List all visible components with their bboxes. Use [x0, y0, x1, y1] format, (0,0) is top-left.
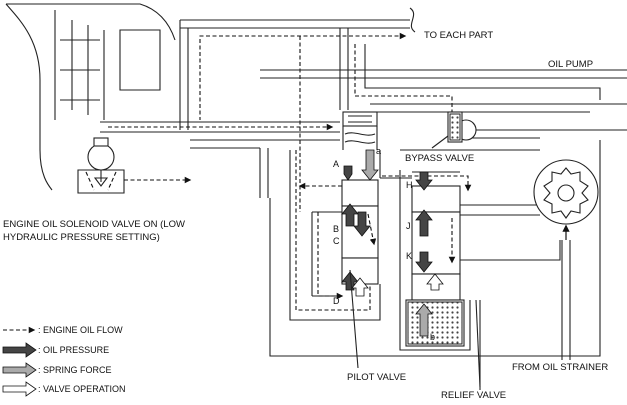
pilot-valve-label: PILOT VALVE — [347, 372, 406, 383]
oil-pump — [533, 159, 599, 360]
outline-arrow-icon — [2, 381, 37, 397]
oil-pump-label: OIL PUMP — [548, 59, 593, 70]
bypass-valve — [431, 111, 477, 149]
marker-A: A — [333, 159, 339, 169]
legend-valve-operation: : VALVE OPERATION — [38, 384, 126, 394]
legend-oil-pressure: : OIL PRESSURE — [38, 345, 109, 355]
bypass-valve-label: BYPASS VALVE — [405, 153, 474, 164]
legend-engine-oil-flow: : ENGINE OIL FLOW — [38, 325, 123, 335]
pilot-valve-arrows — [341, 149, 379, 297]
engine-block — [5, 3, 176, 191]
marker-B: B — [333, 224, 339, 234]
solenoid-label-line1: ENGINE OIL SOLENOID VALVE ON (LOW — [3, 219, 185, 230]
marker-K: K — [406, 251, 412, 261]
pilot-valve — [289, 111, 381, 321]
marker-H: H — [406, 180, 413, 190]
markers: a A B C D H J K b — [333, 146, 435, 342]
main-passage — [100, 121, 340, 198]
marker-C: C — [333, 236, 340, 246]
from-oil-strainer-label: FROM OIL STRAINER — [512, 362, 608, 373]
legend-spring-force: : SPRING FORCE — [38, 365, 112, 375]
relief-valve-arrows — [415, 171, 444, 337]
labels: TO EACH PART OIL PUMP BYPASS VALVE ENGIN… — [3, 30, 608, 401]
to-each-part-label: TO EACH PART — [424, 30, 493, 41]
engine-oil-solenoid-valve — [77, 137, 192, 194]
marker-b: b — [430, 332, 435, 342]
solenoid-label-line2: HYDRAULIC PRESSURE SETTING) — [3, 232, 160, 243]
marker-J: J — [406, 221, 411, 231]
marker-D: D — [333, 296, 340, 306]
relief-valve-label: RELIEF VALVE — [441, 390, 506, 401]
oil-pump-passages — [260, 69, 627, 261]
dark-arrow-icon — [2, 342, 37, 358]
leader-lines — [349, 269, 481, 388]
top-passage — [179, 7, 601, 212]
marker-a: a — [376, 146, 381, 156]
gray-arrow-icon — [2, 362, 37, 378]
legend: : ENGINE OIL FLOW : OIL PRESSURE : SPRIN… — [2, 325, 126, 397]
